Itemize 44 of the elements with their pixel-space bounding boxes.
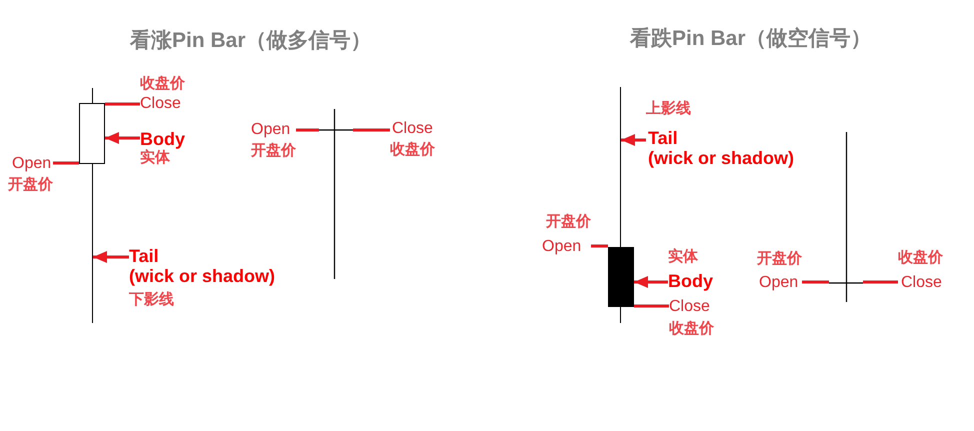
- price-label-cn: 开盘价: [251, 142, 296, 160]
- leader-line: [53, 162, 79, 164]
- leader-line: [591, 244, 608, 248]
- callout-label-cn: 实体: [668, 248, 698, 266]
- price-label: Open: [542, 238, 582, 256]
- price-label-cn: 收盘价: [390, 141, 435, 159]
- leader-line: [802, 280, 829, 284]
- filled-candle-body: [608, 247, 634, 307]
- price-label: Close: [901, 274, 942, 292]
- callout-label: Tail: [648, 128, 678, 148]
- price-label-cn: 收盘价: [669, 320, 714, 338]
- callout-label: Body: [140, 129, 185, 149]
- price-label-cn: 收盘价: [898, 249, 943, 267]
- panel-title: 看跌Pin Bar（做空信号）: [630, 26, 872, 52]
- leader-line: [296, 128, 319, 132]
- price-label-cn: 收盘价: [140, 75, 185, 93]
- leader-line: [863, 280, 898, 284]
- arrow: [621, 134, 646, 146]
- price-label: Close: [140, 95, 181, 113]
- panel-title: 看涨Pin Bar（做多信号）: [130, 28, 372, 54]
- callout-label: Body: [668, 271, 713, 291]
- callout-label-cn: 下影线: [129, 291, 174, 309]
- price-label: Close: [669, 298, 710, 316]
- leader-line: [105, 102, 140, 106]
- leader-line: [353, 128, 390, 132]
- doji-candle: [319, 109, 353, 279]
- callout-label-cn: 上影线: [646, 100, 691, 118]
- price-label: Open: [251, 121, 290, 139]
- leader-line: [634, 304, 669, 308]
- doji-candle: [829, 132, 863, 302]
- price-label: Close: [392, 120, 433, 138]
- arrow: [105, 132, 140, 144]
- price-label-cn: 开盘价: [757, 250, 802, 268]
- price-label: Open: [759, 274, 798, 292]
- hollow-candle-body: [79, 103, 105, 164]
- price-label-cn: 开盘价: [546, 213, 591, 231]
- callout-label: Tail: [129, 246, 159, 266]
- callout-sublabel: (wick or shadow): [648, 148, 794, 168]
- arrow: [634, 276, 668, 288]
- price-label: Open: [12, 155, 52, 173]
- callout-sublabel: (wick or shadow): [129, 266, 276, 286]
- callout-label-cn: 实体: [140, 149, 170, 167]
- arrow: [93, 251, 129, 263]
- price-label-cn: 开盘价: [8, 176, 53, 194]
